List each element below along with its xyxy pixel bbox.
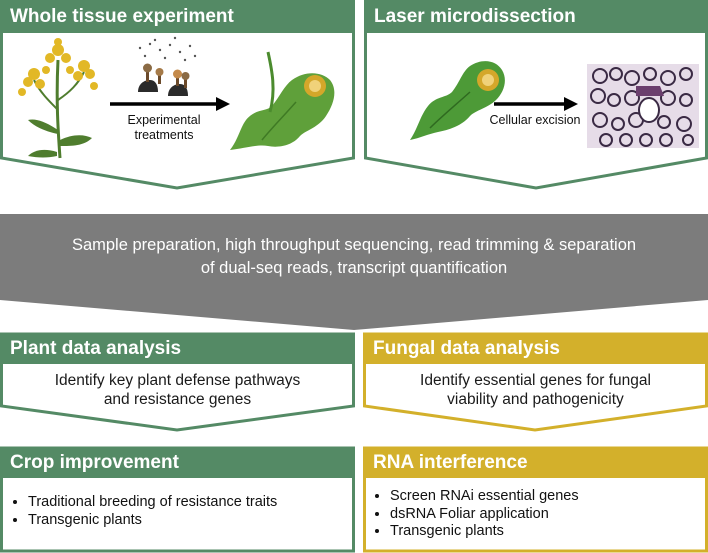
rna-interference-box (363, 446, 708, 553)
pipeline-line-1: Sample preparation, high throughput sequ… (71, 236, 637, 254)
leaf-section-illustration (410, 61, 505, 140)
excision-arrow (494, 97, 578, 111)
crop-improvement-box (0, 446, 355, 553)
fungal-analysis-line-1: Identify essential genes for fungal (420, 372, 651, 389)
pipeline-band (0, 214, 708, 330)
crop-improvement-title: Crop improvement (10, 452, 179, 473)
list-item: dsRNA Foliar application (390, 506, 579, 524)
whole-tissue-title: Whole tissue experiment (10, 6, 234, 27)
plant-analysis-line-2: and resistance genes (103, 391, 252, 408)
fungal-analysis-line-2: viability and pathogenicity (447, 391, 624, 408)
list-item: Screen RNAi essential genes (390, 488, 579, 506)
plant-analysis-box (0, 332, 355, 432)
canola-plant-illustration (18, 38, 98, 159)
fungal-analysis-box (363, 332, 708, 432)
plant-analysis-line-1: Identify key plant defense pathways (54, 372, 301, 389)
rna-interference-title: RNA interference (373, 452, 528, 473)
pipeline-line-2: of dual-seq reads, transcript quantifica… (200, 259, 508, 277)
crop-improvement-list: Traditional breeding of resistance trait… (6, 494, 277, 529)
list-item: Transgenic plants (390, 523, 579, 541)
excision-label: Cellular excision (489, 113, 581, 127)
fungal-analysis-title: Fungal data analysis (373, 338, 560, 359)
rna-interference-list: Screen RNAi essential genes dsRNA Foliar… (368, 488, 579, 541)
microscopy-image (587, 64, 699, 148)
list-item: Transgenic plants (28, 512, 277, 530)
treatment-label: Experimental treatments (127, 113, 201, 142)
plant-analysis-title: Plant data analysis (10, 338, 182, 359)
fungal-treatment-illustration (138, 36, 197, 96)
infected-leaf-illustration (230, 51, 335, 150)
list-item: Traditional breeding of resistance trait… (28, 494, 277, 512)
treatment-arrow (110, 97, 230, 111)
laser-title: Laser microdissection (374, 6, 576, 27)
